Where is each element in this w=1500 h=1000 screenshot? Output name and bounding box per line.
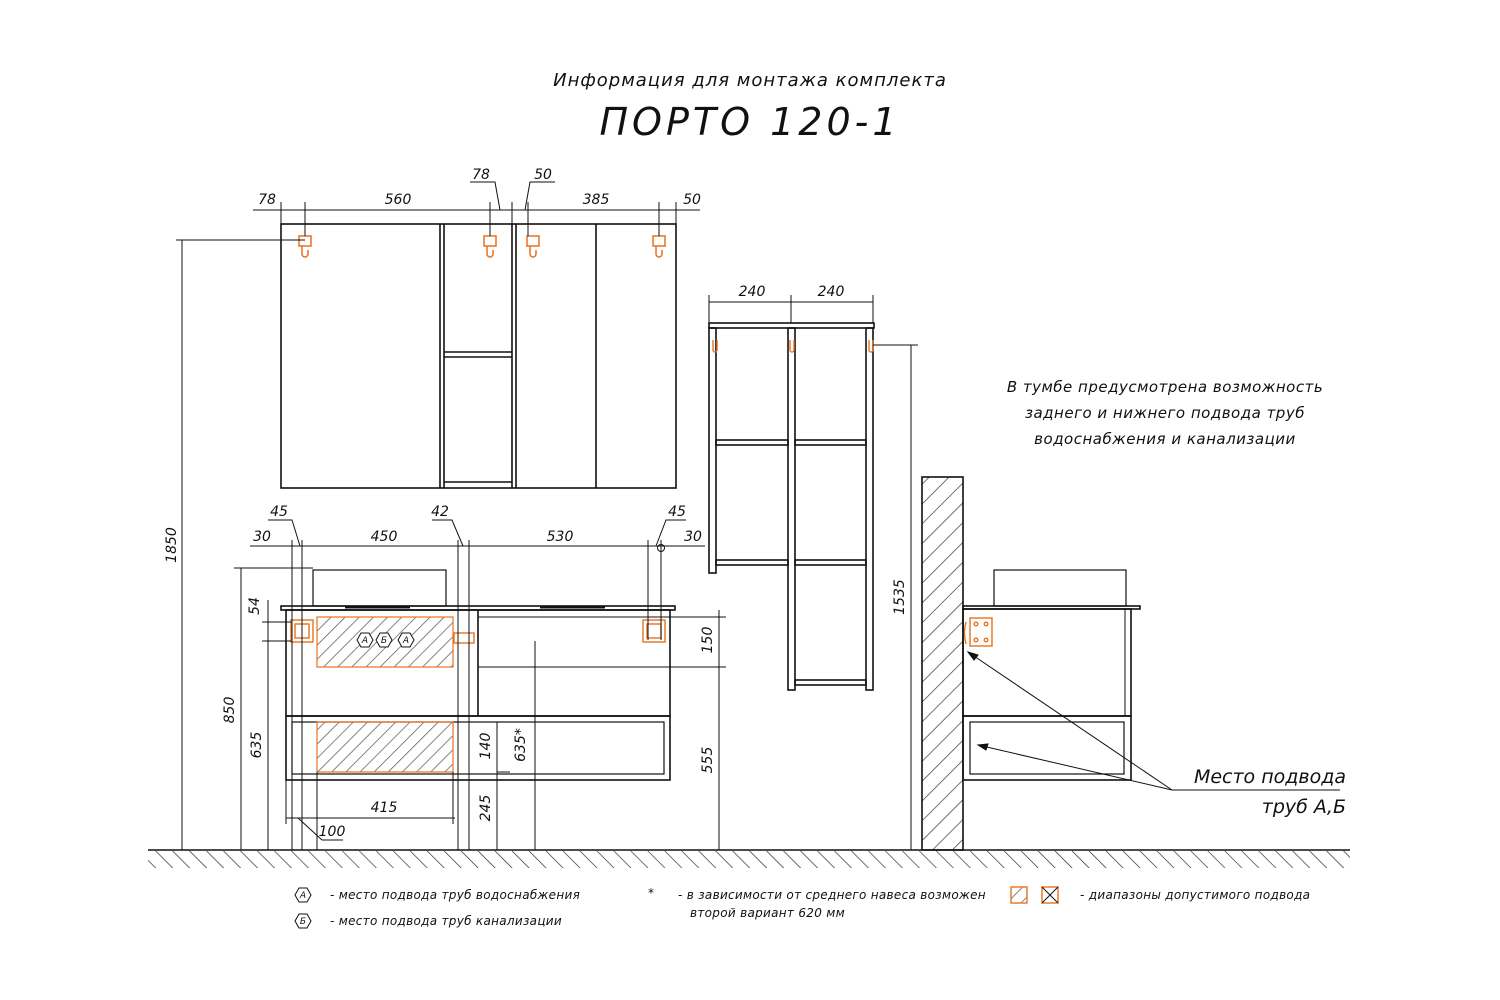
dim-mirror-50a: 50 <box>534 167 552 183</box>
pipe-place-line: Место подвода <box>1193 766 1346 788</box>
dim-vanity-530: 530 <box>547 529 574 545</box>
legend-ranges: - диапазоны допустимого подвода <box>1080 888 1311 902</box>
dim-vanity-555: 555 <box>700 747 716 774</box>
shelf-unit <box>708 322 875 691</box>
dim-vanity-45a: 45 <box>270 504 288 520</box>
legend-sewer: - место подвода труб канализации <box>330 914 562 928</box>
mirror-dimension-chain <box>253 181 700 236</box>
info-note: В тумбе предусмотрена возможность заднег… <box>990 374 1340 452</box>
legend-symbols <box>294 886 1059 929</box>
dim-vanity-150: 150 <box>700 627 716 654</box>
dim-shelf-240a: 240 <box>739 284 766 300</box>
dim-mirror-50b: 50 <box>683 192 701 208</box>
vanity-hang-brackets <box>290 619 666 644</box>
legend-alt-line2: второй вариант 620 мм <box>690 906 845 920</box>
dim-vanity-635-alt: 635* <box>513 728 529 762</box>
marker-a-2: А <box>402 636 409 646</box>
dim-mirror-78b: 78 <box>472 167 490 183</box>
mirror-hang-hooks <box>298 235 666 258</box>
legend-water: - место подвода труб водоснабжения <box>330 888 581 902</box>
info-note-line: водоснабжения и канализации <box>1034 430 1296 448</box>
marker-b: Б <box>381 636 387 646</box>
pipe-markers <box>356 632 415 648</box>
pipe-place-label: Место подвода труб А,Б <box>1170 762 1346 822</box>
drawing-subtitle: Информация для монтажа комплекта <box>553 70 947 91</box>
dim-vanity-635: 635 <box>249 732 265 759</box>
legend-marker-a: А <box>299 891 306 901</box>
dim-vanity-415: 415 <box>371 800 398 816</box>
vanity-dimension-labels: 45 30 450 42 530 45 30 <box>253 504 702 545</box>
dim-vanity-45b: 45 <box>668 504 686 520</box>
wall-section <box>921 476 964 851</box>
drawing-title: ПОРТО 120-1 <box>599 100 901 144</box>
dim-mirror-78a: 78 <box>258 192 276 208</box>
dim-vanity-140: 140 <box>478 733 494 760</box>
dim-vanity-54: 54 <box>247 597 263 615</box>
legend-alt-line1: - в зависимости от среднего навеса возмо… <box>678 888 986 902</box>
shelf-hang-hooks <box>712 340 874 353</box>
legend-marker-b: Б <box>300 917 306 927</box>
dim-height-1850: 1850 <box>164 527 180 563</box>
floor <box>148 849 1350 868</box>
overall-height-dimension <box>176 239 305 850</box>
leader-lines <box>966 651 1340 791</box>
vanity-vertical-dimensions <box>234 567 726 850</box>
vanity-side-view <box>962 569 1141 781</box>
vanity-dimension-chain <box>250 519 705 850</box>
pipe-place-line: труб А,Б <box>1261 796 1346 818</box>
dim-vanity-30b: 30 <box>684 529 702 545</box>
dim-vanity-30a: 30 <box>253 529 271 545</box>
dim-shelf-240b: 240 <box>818 284 845 300</box>
mirror-cabinet <box>280 223 677 489</box>
dim-vanity-245: 245 <box>478 795 494 822</box>
shelf-dimensions <box>708 295 918 850</box>
dim-shelf-1535: 1535 <box>892 579 908 615</box>
side-bracket <box>963 617 993 647</box>
vanity-front <box>280 569 676 781</box>
dim-vanity-850: 850 <box>222 697 238 724</box>
info-note-line: заднего и нижнего подвода труб <box>1025 404 1305 422</box>
mirror-dimension-labels: 78 560 78 50 385 50 <box>258 167 701 208</box>
vanity-vertical-labels: 850 54 635 140 245 635* 150 555 415 100 <box>222 597 716 840</box>
dim-mirror-385: 385 <box>583 192 610 208</box>
info-note-line: В тумбе предусмотрена возможность <box>1006 378 1324 396</box>
legend-asterisk: * <box>648 886 655 900</box>
dim-vanity-450: 450 <box>371 529 398 545</box>
dim-vanity-100: 100 <box>319 824 346 840</box>
dim-mirror-560: 560 <box>385 192 412 208</box>
dim-vanity-42: 42 <box>431 504 449 520</box>
marker-a-1: А <box>361 636 368 646</box>
